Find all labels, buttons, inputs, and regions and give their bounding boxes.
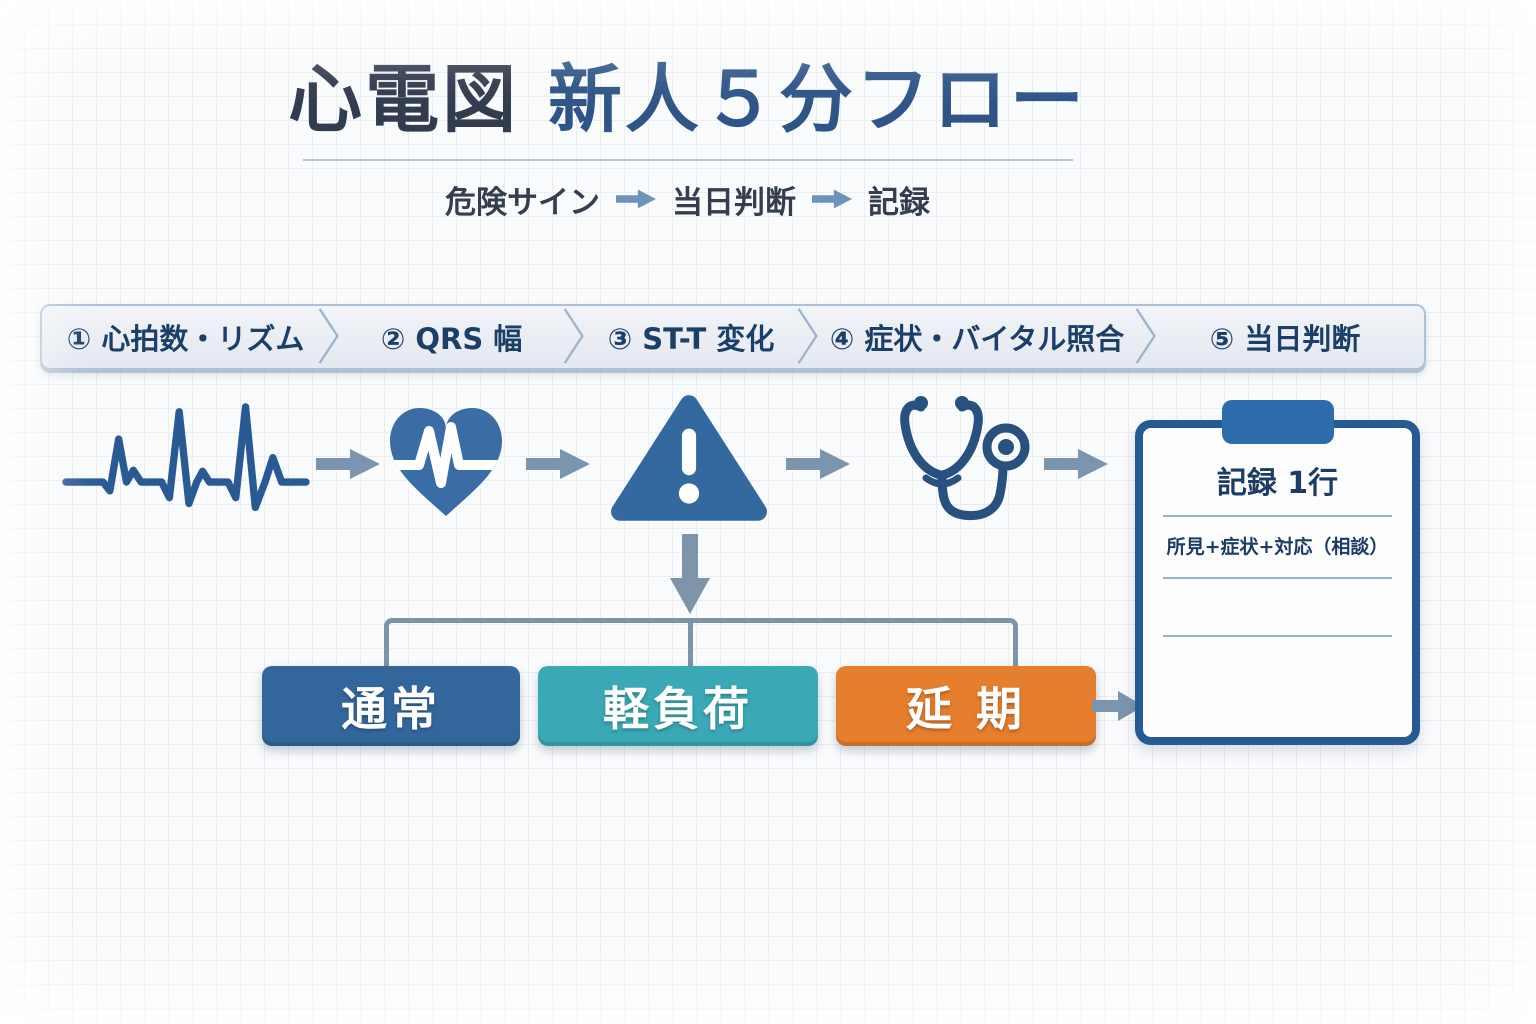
step-3-stt-change: ③ ST-T 変化 — [574, 306, 818, 368]
clipboard-rule-line — [1163, 635, 1392, 637]
clipboard-title: 記録 1行 — [1216, 466, 1339, 501]
step-label: ② QRS 幅 — [380, 322, 523, 356]
chevron-separator-icon — [1135, 308, 1156, 364]
decision-box-normal: 通常 — [262, 666, 520, 746]
clipboard-rule-line — [1163, 515, 1392, 517]
decision-label: 軽負荷 — [603, 682, 753, 736]
subtitle-word-record: 記録 — [868, 184, 930, 221]
step-label: ⑤ 当日判断 — [1209, 322, 1361, 356]
clipboard-clip-tab — [1221, 400, 1334, 444]
chevron-separator-icon — [563, 308, 584, 364]
subtitle-word-judgement: 当日判断 — [672, 184, 796, 221]
decision-box-light-load: 軽負荷 — [538, 666, 818, 746]
decision-box-postpone: 延 期 — [836, 666, 1096, 746]
clipboard-icon: 記録 1行 所見+症状+対応（相談） — [1135, 400, 1420, 745]
title-sub: 新人５分フロー — [547, 57, 1087, 143]
heart-pulse-icon — [386, 398, 506, 528]
clipboard-note: 所見+症状+対応（相談） — [1166, 536, 1389, 558]
ecg-waveform-icon — [58, 402, 314, 524]
decision-label: 通常 — [341, 682, 441, 736]
step-bar: ① 心拍数・リズム ② QRS 幅 ③ ST-T 変化 ④ 症状・バイタル照合 … — [40, 304, 1426, 370]
step-2-qrs-width: ② QRS 幅 — [329, 306, 584, 368]
step-4-symptom-vital-check: ④ 症状・バイタル照合 — [808, 306, 1156, 368]
title-underline — [302, 158, 1073, 161]
subtitle-flow: 危険サイン 当日判断 記録 — [0, 177, 1375, 222]
header: 心電図 新人５分フロー 危険サイン 当日判断 記録 — [0, 56, 1375, 222]
branch-connector — [384, 618, 1018, 666]
page-title: 心電図 新人５分フロー — [0, 56, 1375, 145]
chevron-separator-icon — [797, 308, 818, 364]
arrow-right-icon — [812, 189, 852, 209]
step-5-same-day-judgement: ⑤ 当日判断 — [1146, 306, 1424, 368]
decision-label: 延 期 — [905, 682, 1026, 736]
down-arrow-icon — [670, 534, 710, 614]
flow-arrow-icon — [316, 447, 380, 481]
branch-connector-center-stub — [688, 620, 693, 666]
flow-arrow-icon — [526, 447, 590, 481]
warning-triangle-icon — [610, 392, 768, 524]
clipboard-rule-line — [1163, 577, 1392, 579]
flow-arrow-icon — [1044, 447, 1108, 481]
stethoscope-icon — [896, 390, 1036, 528]
arrow-right-icon — [616, 189, 656, 209]
flow-arrow-icon — [1092, 689, 1144, 723]
step-label: ① 心拍数・リズム — [66, 322, 305, 356]
subtitle-word-danger: 危険サイン — [445, 184, 600, 221]
chevron-separator-icon — [318, 308, 339, 364]
flow-arrow-icon — [786, 447, 850, 481]
step-label: ④ 症状・バイタル照合 — [829, 322, 1125, 356]
step-label: ③ ST-T 変化 — [607, 322, 775, 356]
title-main: 心電図 — [288, 57, 520, 143]
step-1-heart-rate-rhythm: ① 心拍数・リズム — [42, 306, 339, 368]
